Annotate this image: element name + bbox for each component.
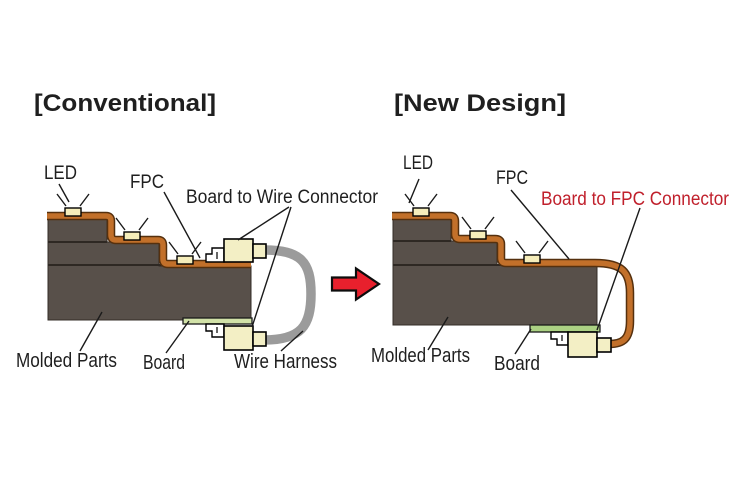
conventional-title: [Conventional]	[34, 90, 216, 117]
wire-harness	[263, 245, 316, 345]
connector-leader-line	[251, 206, 292, 328]
led-leader-line	[408, 178, 420, 204]
connector-body	[567, 331, 598, 358]
led-ray	[56, 193, 90, 207]
molded-parts-label: Molded Parts	[371, 345, 470, 367]
connector-plug	[596, 337, 612, 353]
wire-harness-label: Wire Harness	[234, 351, 337, 373]
led-chip	[523, 254, 541, 264]
mount-bracket	[550, 331, 569, 346]
board-leader-line	[514, 328, 532, 355]
led-chip	[469, 230, 487, 240]
board-to-wire-connector-label: Board to Wire Connector	[186, 187, 379, 208]
molded-parts-leader-line	[79, 311, 103, 352]
connector-plug	[252, 243, 267, 259]
led-label: LED	[403, 153, 433, 174]
led-chip	[412, 207, 430, 217]
transition-arrow	[330, 266, 381, 302]
board-leader-line	[165, 320, 190, 354]
connector-leader-line	[237, 206, 290, 241]
connector-body	[223, 238, 254, 263]
molded-parts-shape	[47, 217, 252, 321]
new-design-diagram: [New Design] LED FPC Board to FPC Connec…	[371, 90, 730, 375]
led-chip	[64, 207, 82, 217]
board-to-fpc-connector-label: Board to FPC Connector	[541, 189, 730, 210]
led-chip	[176, 255, 194, 265]
led-leader-line	[58, 183, 70, 203]
led-ray	[115, 217, 149, 231]
led-ray	[168, 241, 202, 255]
board-label: Board	[494, 353, 540, 375]
molded-parts-label: Molded Parts	[16, 350, 117, 372]
led-label: LED	[44, 163, 77, 184]
wire-harness-leader-line	[280, 330, 304, 352]
fpc-label: FPC	[130, 172, 164, 193]
board-strip	[182, 317, 253, 325]
led-ray	[515, 240, 549, 254]
mount-bracket	[205, 323, 225, 338]
molded-parts-shape	[392, 217, 598, 326]
led-chip	[123, 231, 141, 241]
led-ray	[461, 216, 495, 230]
conventional-diagram: [Conventional]	[16, 90, 379, 374]
board-label: Board	[143, 352, 185, 374]
board-strip	[529, 324, 601, 333]
fpc-trace	[392, 213, 633, 347]
new-design-title: [New Design]	[394, 90, 566, 117]
fpc-leader-line	[163, 191, 201, 259]
fpc-leader-line	[510, 189, 570, 260]
connector-body	[223, 325, 254, 351]
connector-plug	[252, 331, 267, 347]
connector-leader-line	[596, 207, 641, 331]
mount-bracket	[205, 247, 225, 263]
molded-parts-leader-line	[427, 316, 449, 351]
fpc-label: FPC	[496, 168, 528, 189]
